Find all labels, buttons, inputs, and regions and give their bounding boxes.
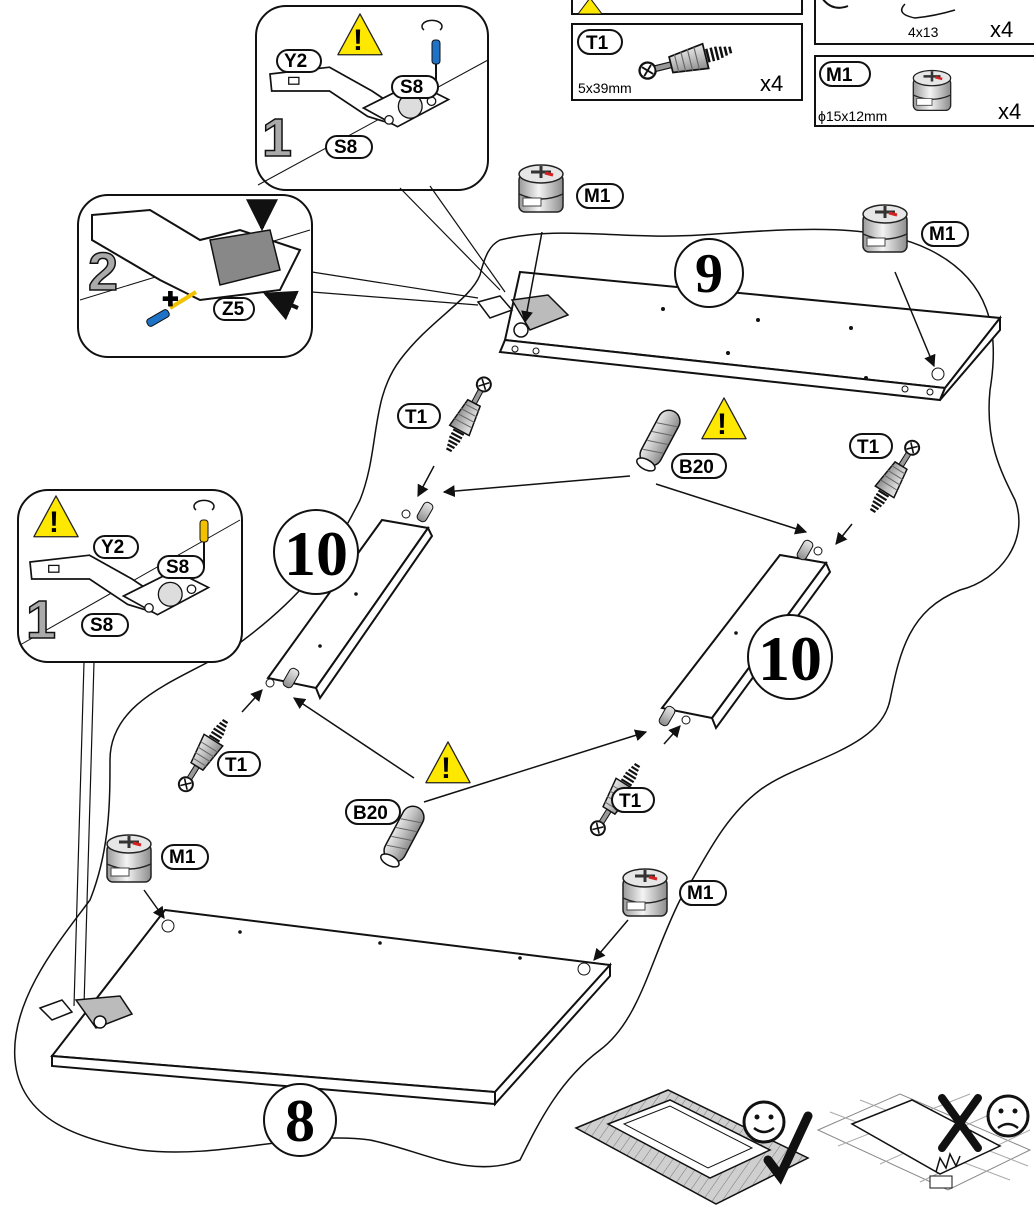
panel-bottom: 8 [40, 910, 610, 1156]
label-b20: B20 [679, 457, 714, 478]
label-m1: M1 [687, 883, 714, 904]
label-b20: B20 [353, 803, 388, 824]
callout-step-number: 1 [262, 108, 292, 168]
label-t1: T1 [405, 407, 428, 428]
panel-top: 9 [478, 239, 1000, 400]
callout-s8-lower: S8 [334, 137, 357, 158]
left-callout-y2-label: Y2 [101, 537, 124, 558]
panel-side-right-number: 10 [758, 623, 822, 694]
left-callout-step-number: 1 [26, 590, 56, 650]
warning-mark: ! [441, 752, 451, 785]
bad-surface-example [818, 1094, 1030, 1190]
sad-face-icon [988, 1096, 1028, 1136]
legend-m1-label: M1 [826, 65, 853, 86]
smiley-icon [744, 1102, 784, 1142]
label-t1: T1 [857, 437, 880, 458]
legend-t1-label: T1 [586, 33, 609, 54]
label-t1: T1 [225, 755, 248, 776]
callout-z5-label: Z5 [222, 299, 245, 320]
plus-minus-icon: ✚ [162, 289, 179, 311]
legend-m1-pill: M1 [820, 62, 870, 86]
parts-legend: 4x13 x4 T1 5x39mm x4 M1 ϕ15x12mm x4 [572, 0, 1034, 126]
left-callout-s8-upper: S8 [166, 557, 189, 578]
m1-cam-icon [913, 70, 950, 110]
hinge-adjust-callout: 2 ✚ Z5 [78, 195, 478, 357]
panel-side-right: 10 [658, 539, 832, 728]
good-surface-example [576, 1090, 808, 1204]
connecting-bolt-icon [439, 373, 496, 455]
legend-m1-size: ϕ15x12mm [818, 108, 887, 124]
legend-partial-qty: x4 [990, 17, 1013, 42]
left-callout-s8-lower: S8 [90, 615, 113, 636]
legend-partial-size: 4x13 [908, 24, 939, 40]
adjust-step-number: 2 [88, 242, 118, 302]
legend-t1-size: 5x39mm [578, 80, 632, 96]
label-m1: M1 [929, 224, 956, 245]
warning-mark: ! [353, 24, 363, 57]
legend-t1-pill: T1 [578, 30, 622, 54]
legend-m1-qty: x4 [998, 99, 1021, 124]
panel-top-number: 9 [695, 243, 723, 305]
label-m1: M1 [169, 847, 196, 868]
panel-bottom-number: 8 [285, 1088, 315, 1154]
legend-t1-qty: x4 [760, 71, 783, 96]
cam-lock-icon [623, 869, 667, 916]
warning-mark: ! [49, 506, 59, 539]
label-t1: T1 [619, 791, 642, 812]
callout-s8-upper: S8 [400, 77, 423, 98]
cam-lock-icon [863, 205, 907, 252]
cam-lock-icon [519, 165, 563, 212]
cam-lock-icon [107, 835, 151, 882]
panel-side-left-number: 10 [284, 518, 348, 589]
label-m1: M1 [584, 186, 611, 207]
callout-y2-label: Y2 [284, 51, 307, 72]
warning-mark: ! [717, 408, 727, 441]
